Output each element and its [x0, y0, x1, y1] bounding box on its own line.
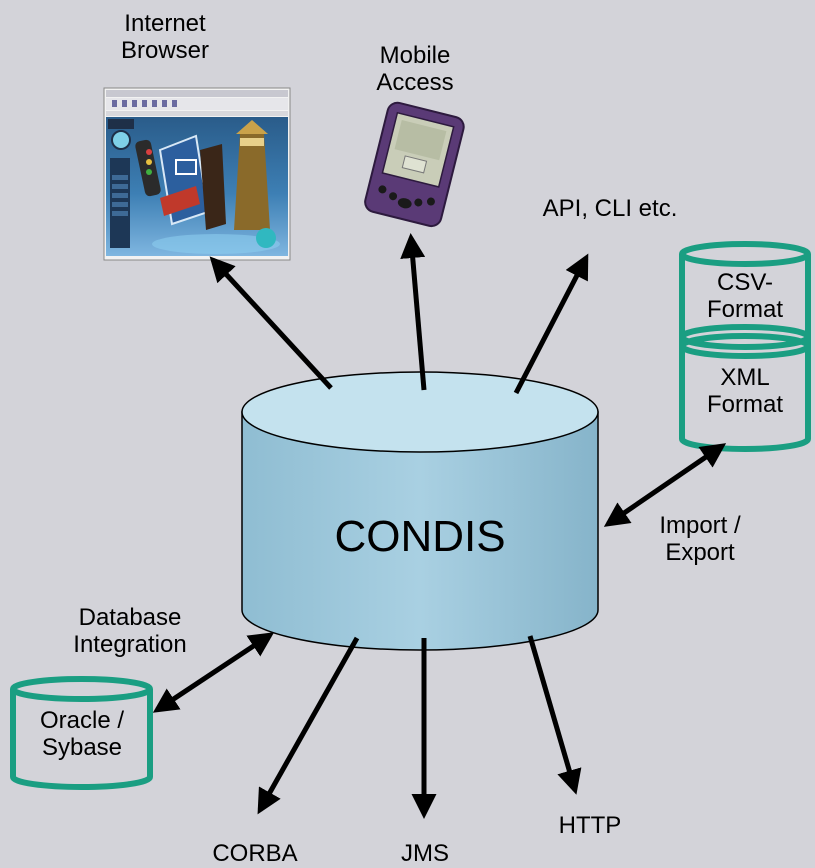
import-export-label: Import / Export	[659, 512, 741, 566]
database-integration-arrow	[152, 632, 275, 713]
mobile-arrow	[400, 233, 427, 391]
csv-format-label: CSV- Format	[706, 269, 783, 323]
browser-label: Internet Browser	[120, 10, 210, 64]
xml-format-label: XML Format	[706, 364, 783, 418]
oracle-sybase-storage-icon	[10, 676, 153, 790]
mobile-label: Mobile Access	[376, 42, 454, 96]
oracle-sybase-label: Oracle / Sybase	[39, 707, 125, 761]
http-arrow	[527, 635, 582, 795]
pda-device-icon	[364, 101, 465, 228]
corba-label: CORBA	[212, 840, 298, 867]
database-integration-label: Database Integration	[73, 604, 187, 658]
import-export-arrow	[603, 443, 727, 527]
condis-label: CONDIS	[334, 512, 506, 561]
jms-label: JMS	[401, 840, 449, 867]
http-label: HTTP	[558, 812, 622, 839]
condis-database-icon	[241, 371, 599, 651]
browser-arrow	[209, 256, 333, 390]
api-label: API, CLI etc.	[542, 195, 678, 222]
browser-screenshot-icon	[103, 87, 291, 261]
api-arrow	[513, 253, 589, 395]
corba-arrow	[257, 636, 360, 815]
